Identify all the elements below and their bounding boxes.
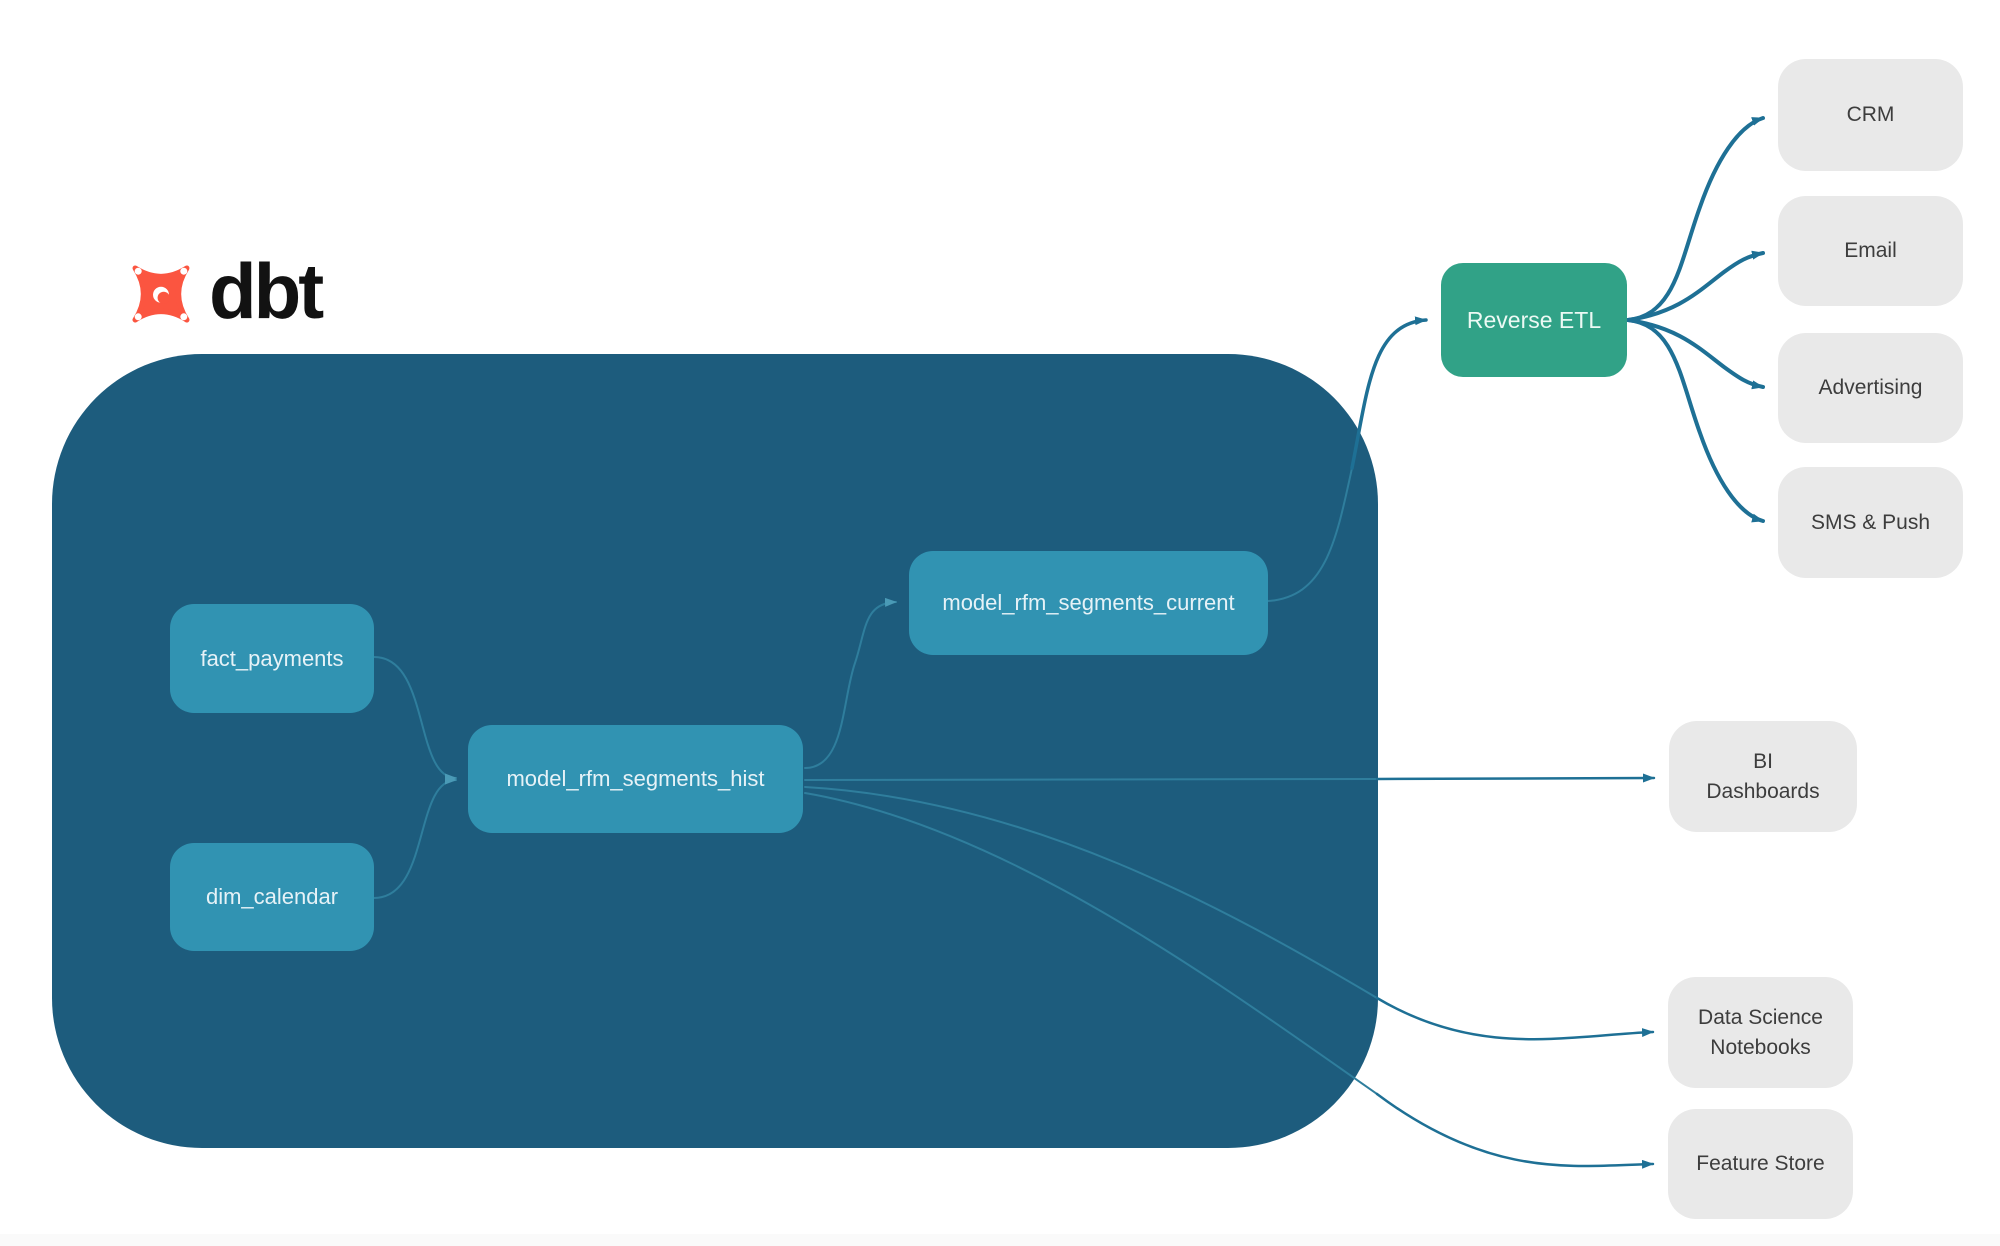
node-data-science-notebooks: Data Science Notebooks (1668, 977, 1853, 1088)
edge-hist-to-bi (1375, 773, 1656, 783)
node-label: Email (1844, 239, 1897, 263)
node-label: Data Science Notebooks (1698, 1006, 1823, 1059)
node-email: Email (1778, 196, 1963, 306)
node-reverse-etl: Reverse ETL (1441, 263, 1627, 377)
node-sms-push: SMS & Push (1778, 467, 1963, 578)
node-label: CRM (1846, 103, 1895, 127)
node-label: model_rfm_segments_current (942, 590, 1235, 615)
edge-retl-to-crm (1626, 116, 1765, 322)
node-label: BI Dashboards (1706, 750, 1820, 803)
node-bi-dashboards: BI Dashboards (1669, 721, 1857, 832)
node-feature-store: Feature Store (1668, 1109, 1853, 1219)
bottom-edge-strip (0, 1234, 2000, 1246)
node-label: Advertising (1818, 376, 1923, 400)
node-model-rfm-segments-hist: model_rfm_segments_hist (468, 725, 803, 833)
node-label: Reverse ETL (1466, 306, 1602, 333)
node-model-rfm-segments-current: model_rfm_segments_current (909, 551, 1268, 655)
node-label: model_rfm_segments_hist (506, 766, 765, 791)
edge-hist-to-fs (1375, 1092, 1655, 1169)
edge-retl-to-advertising (1626, 318, 1765, 390)
edge-retl-to-sms (1626, 318, 1765, 523)
node-dim-calendar: dim_calendar (170, 843, 374, 951)
edge-retl-to-email (1626, 250, 1765, 322)
node-crm: CRM (1778, 59, 1963, 171)
edge-hist-to-ds (1375, 996, 1655, 1041)
dbt-star-icon (132, 265, 190, 323)
node-label: SMS & Push (1810, 510, 1931, 534)
node-label: dim_calendar (205, 884, 339, 909)
node-label: Feature Store (1696, 1152, 1825, 1176)
node-fact-payments: fact_payments (170, 604, 374, 713)
dbt-wordmark: dbt (209, 247, 324, 335)
dbt-logo: dbt (123, 247, 324, 336)
node-label: fact_payments (200, 645, 344, 671)
node-advertising: Advertising (1778, 333, 1963, 443)
